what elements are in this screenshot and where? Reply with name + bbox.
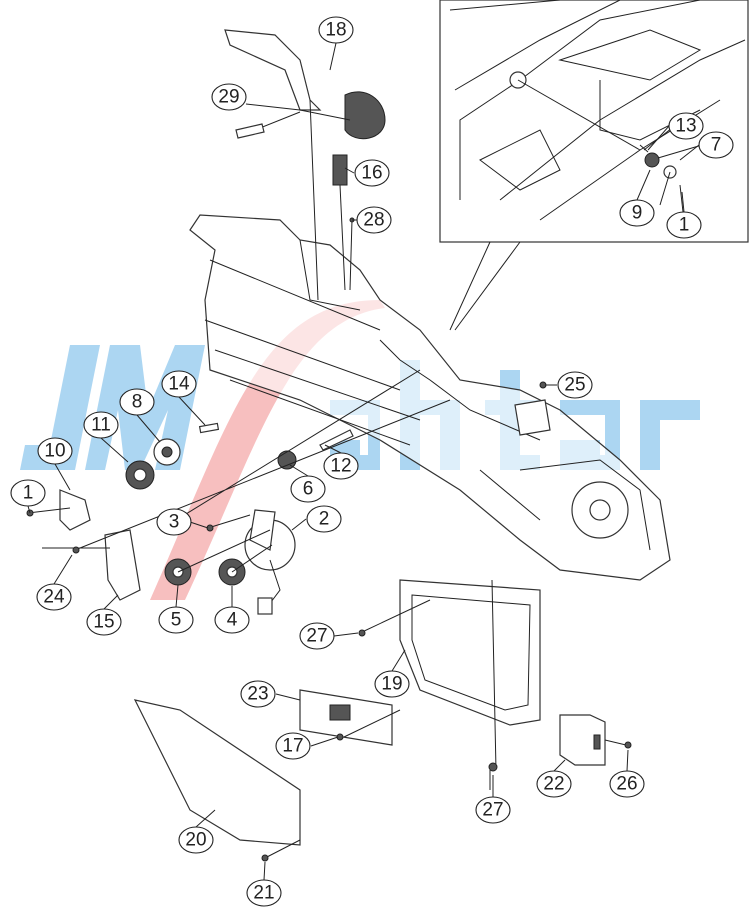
callout-17: 17 [275, 732, 311, 760]
svg-text:8: 8 [132, 392, 143, 413]
svg-text:12: 12 [330, 456, 351, 477]
callout-6: 6 [290, 475, 326, 503]
svg-text:23: 23 [247, 684, 268, 705]
callout-4: 4 [214, 606, 250, 634]
svg-text:6: 6 [303, 479, 314, 500]
callout-16: 16 [354, 159, 390, 187]
callout-26: 26 [609, 770, 645, 798]
callout-1: 1 [10, 479, 46, 507]
svg-text:21: 21 [253, 883, 274, 904]
callout-29: 29 [211, 83, 247, 111]
svg-text:1: 1 [679, 215, 690, 236]
callout-13: 13 [668, 112, 704, 140]
callout-28: 28 [356, 206, 392, 234]
svg-text:18: 18 [325, 20, 346, 41]
callout-24: 24 [36, 583, 72, 611]
svg-text:28: 28 [363, 210, 384, 231]
svg-text:2: 2 [319, 509, 330, 530]
svg-text:17: 17 [282, 736, 303, 757]
leader-lines [27, 42, 700, 881]
svg-text:7: 7 [711, 135, 722, 156]
callout-22: 22 [536, 770, 572, 798]
svg-text:29: 29 [218, 87, 239, 108]
svg-text:26: 26 [616, 774, 637, 795]
svg-text:9: 9 [632, 203, 643, 224]
callout-20: 20 [178, 826, 214, 854]
svg-text:1: 1 [23, 483, 34, 504]
callout-27: 27 [299, 622, 335, 650]
callout-25: 25 [557, 371, 593, 399]
callout-10: 10 [37, 437, 73, 465]
svg-text:16: 16 [361, 163, 382, 184]
callout-3: 3 [156, 508, 192, 536]
detail-inset [439, 0, 749, 331]
callout-11: 11 [83, 411, 119, 439]
svg-text:20: 20 [185, 830, 206, 851]
callout-21: 21 [246, 879, 282, 907]
svg-text:25: 25 [564, 375, 585, 396]
svg-text:15: 15 [93, 612, 114, 633]
callout-8: 8 [119, 388, 155, 416]
callout-15: 15 [86, 608, 122, 636]
svg-text:3: 3 [169, 512, 180, 533]
callout-27-bottom: 27 [475, 796, 511, 824]
callout-5: 5 [158, 606, 194, 634]
callout-7: 7 [698, 131, 734, 159]
svg-text:13: 13 [675, 116, 696, 137]
callout-19: 19 [374, 670, 410, 698]
svg-text:27: 27 [482, 800, 503, 821]
svg-text:27: 27 [306, 626, 327, 647]
svg-text:22: 22 [543, 774, 564, 795]
exploded-parts [26, 369, 632, 862]
callout-23: 23 [240, 680, 276, 708]
svg-text:19: 19 [381, 674, 402, 695]
feeder-body [189, 29, 671, 581]
svg-text:24: 24 [43, 587, 65, 608]
svg-text:14: 14 [168, 374, 190, 395]
callout-2: 2 [306, 505, 342, 533]
callout-9: 9 [619, 199, 655, 227]
svg-text:11: 11 [91, 415, 111, 436]
callout-12: 12 [323, 452, 359, 480]
svg-text:10: 10 [44, 441, 65, 462]
callout-18: 18 [318, 16, 354, 44]
svg-text:5: 5 [171, 610, 182, 631]
callout-1-inset: 1 [666, 211, 702, 239]
callout-14: 14 [161, 370, 197, 398]
svg-text:4: 4 [227, 610, 238, 631]
